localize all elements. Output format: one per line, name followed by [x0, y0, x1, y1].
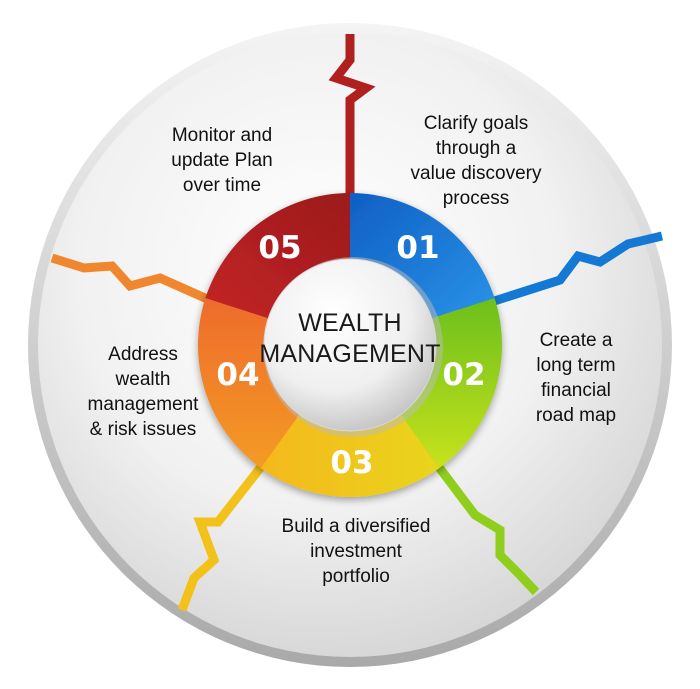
- center-hub: [263, 258, 437, 432]
- step-05-line-2: update Plan: [171, 150, 272, 171]
- step-number-04: 04: [216, 357, 259, 393]
- divider-line-04: [50, 253, 234, 315]
- step-number-01: 01: [396, 230, 439, 266]
- step-02-line-3: financial: [541, 380, 611, 401]
- step-number-02: 02: [442, 357, 485, 393]
- center-title-line-1: WEALTH: [298, 309, 402, 337]
- step-label-01: Clarify goals through a value discovery …: [411, 113, 542, 209]
- ring-segment-02: [400, 298, 502, 468]
- step-04-line-3: management: [88, 394, 200, 415]
- ring-segment-01: [350, 193, 495, 319]
- step-01-line-4: process: [443, 188, 510, 209]
- step-number-03: 03: [330, 445, 373, 481]
- step-03-line-2: investment: [310, 541, 403, 562]
- step-02-line-2: long term: [536, 355, 615, 376]
- ring-segment-04: [198, 298, 300, 468]
- step-04-line-1: Address: [108, 344, 178, 365]
- step-01-line-1: Clarify goals: [424, 113, 529, 134]
- ring-segment-03: [260, 414, 440, 498]
- step-ring: [198, 193, 502, 498]
- step-03-line-3: portfolio: [322, 566, 390, 587]
- step-label-04: Address wealth management & risk issues: [88, 344, 200, 440]
- step-label-05: Monitor and update Plan over time: [171, 125, 272, 196]
- step-04-line-4: & risk issues: [90, 419, 197, 440]
- center-title-line-2: MANAGEMENT: [259, 340, 440, 368]
- step-05-line-1: Monitor and: [172, 125, 272, 146]
- step-02-line-4: road map: [536, 405, 616, 426]
- step-03-line-1: Build a diversified: [282, 516, 431, 537]
- step-05-line-3: over time: [183, 175, 261, 196]
- step-label-03: Build a diversified investment portfolio: [282, 516, 431, 587]
- divider-line-05: [328, 34, 376, 236]
- divider-line-02: [416, 439, 540, 596]
- divider-line-03: [177, 437, 286, 612]
- step-number-05: 05: [258, 230, 301, 266]
- step-label-02: Create a long term financial road map: [536, 330, 616, 426]
- step-04-line-2: wealth: [115, 369, 171, 390]
- step-01-line-2: through a: [436, 138, 517, 159]
- ring-segment-05: [205, 193, 350, 319]
- divider-line-01: [458, 231, 664, 317]
- step-02-line-1: Create a: [540, 330, 613, 351]
- step-01-line-3: value discovery: [411, 163, 542, 184]
